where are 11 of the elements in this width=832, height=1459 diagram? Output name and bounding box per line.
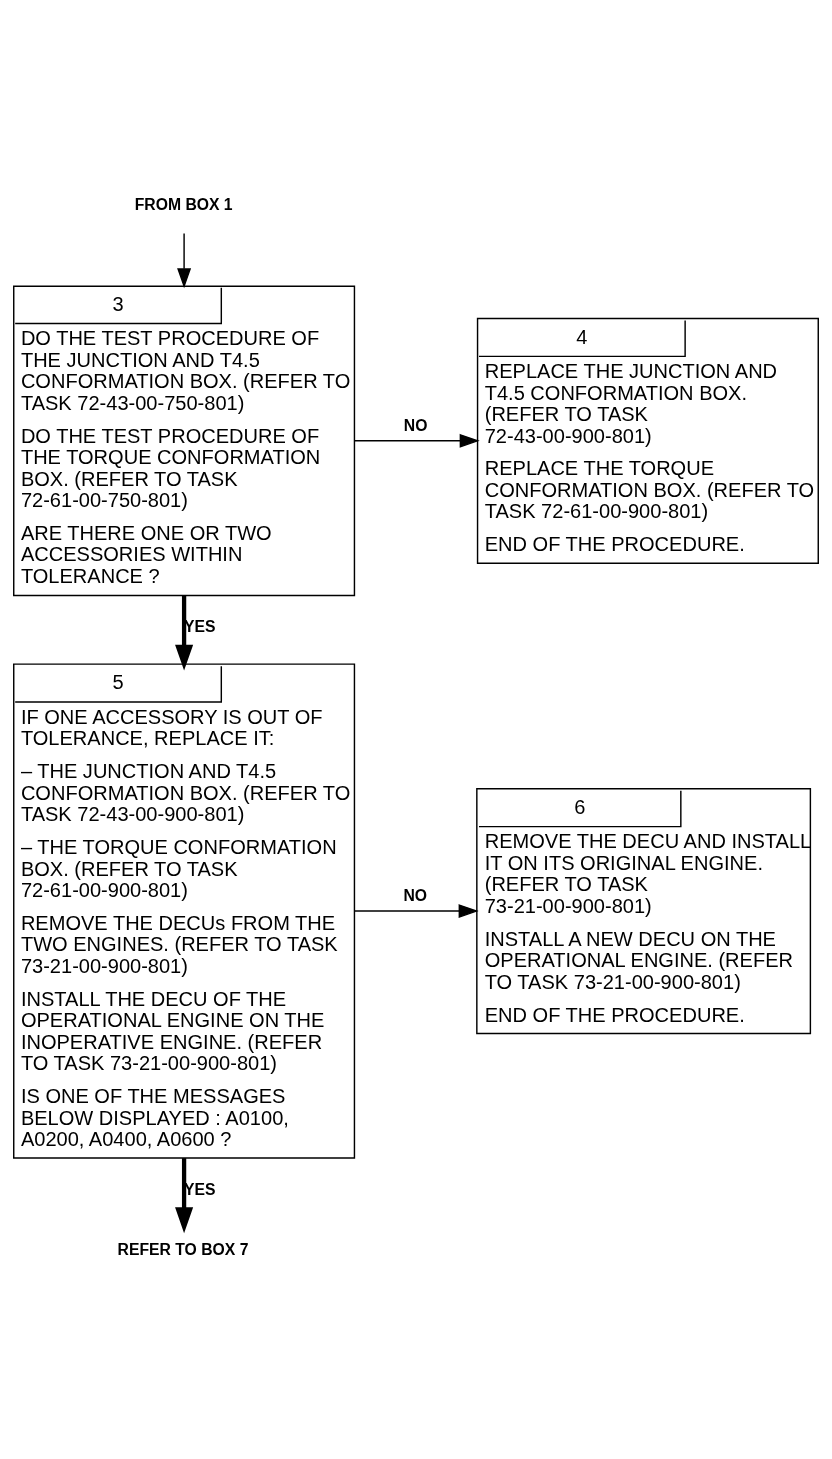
edge-label: NO	[403, 416, 428, 434]
arrow	[175, 1157, 194, 1233]
edge-label: YES	[184, 617, 216, 635]
arrow	[175, 595, 194, 671]
arrow	[354, 433, 480, 448]
node-text: REFER TO BOX 7	[117, 1240, 249, 1258]
edge-label: NO	[403, 886, 428, 904]
arrow	[353, 903, 479, 918]
arrow	[177, 232, 192, 288]
edge-label: YES	[184, 1180, 216, 1198]
node-text: FROM BOX 1	[134, 195, 233, 213]
